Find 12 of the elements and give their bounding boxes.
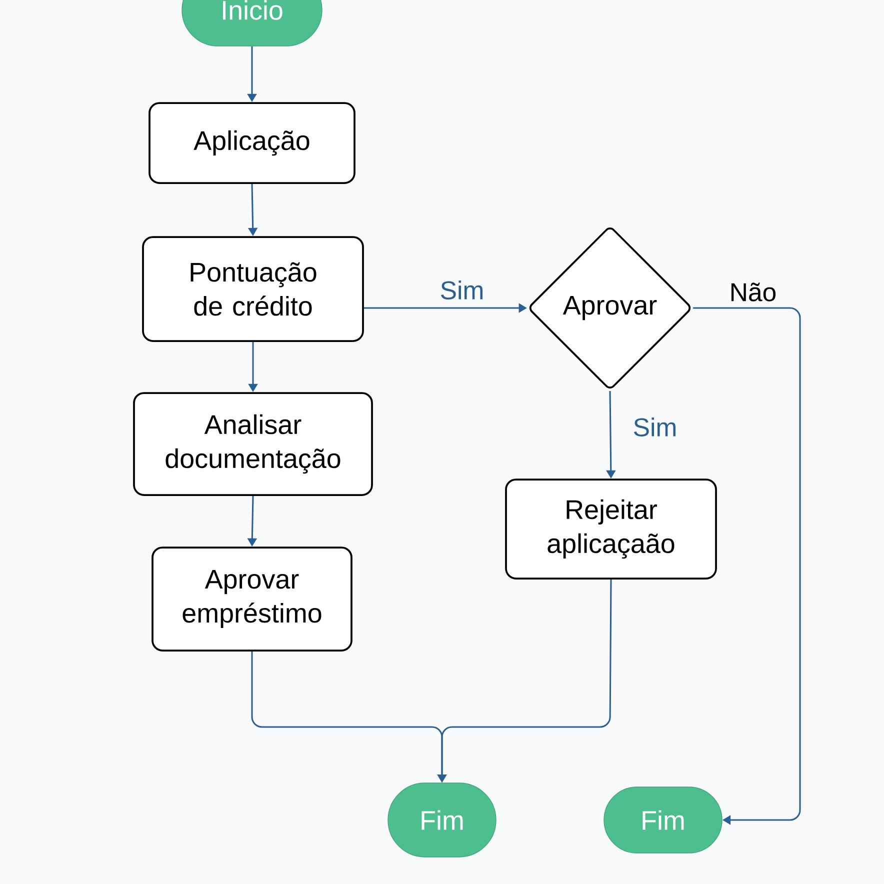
terminal-pill: Fim <box>388 782 496 858</box>
terminal-pill: Fim <box>604 786 722 854</box>
edge-label: Sim <box>438 279 486 301</box>
edge-label: Sim <box>632 416 678 438</box>
process-box: Rejeitar aplicaçaão <box>505 478 717 580</box>
process-box: Aplicação <box>148 102 356 184</box>
process-box: Aprovar empréstimo <box>152 546 352 652</box>
process-box: Pontuação de crédito <box>142 236 364 342</box>
terminal-pill: Inicio <box>182 0 322 46</box>
arrow <box>693 307 801 825</box>
process-box: Analisar documentação <box>133 392 373 496</box>
edge-label: Não <box>728 281 778 303</box>
